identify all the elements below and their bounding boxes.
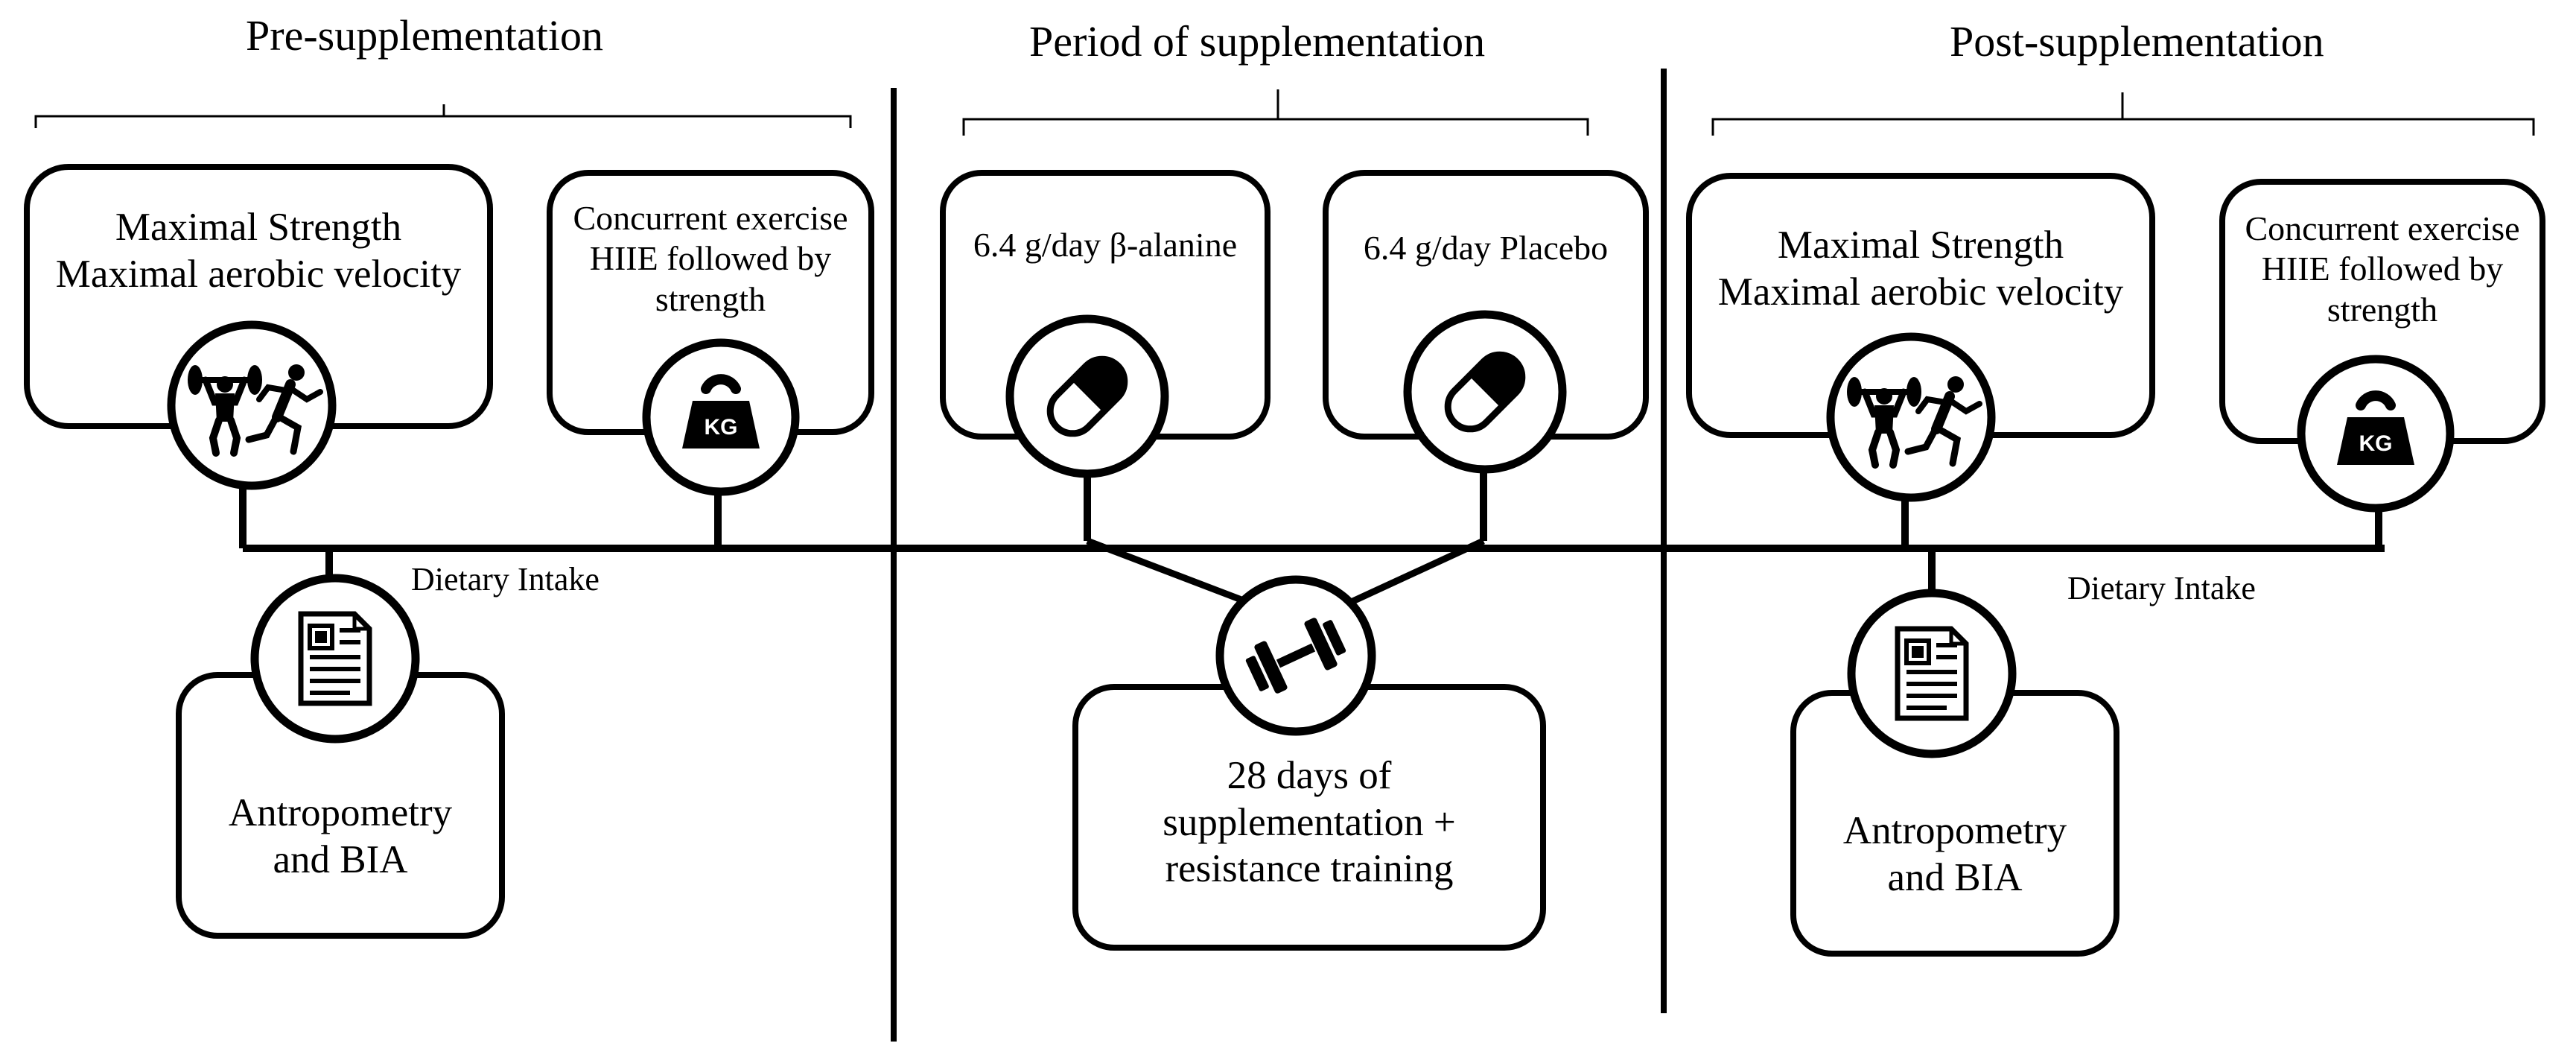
pre-anthropometry-line-2: and BIA [273,837,408,881]
post-dietary-intake-label: Dietary Intake [2067,570,2256,606]
post-tests-line-1: Maximal Strength [1777,224,2064,267]
post-tests-label: Maximal Strength Maximal aerobic velocit… [1692,222,2149,315]
post-tests-line-2: Maximal aerobic velocity [1717,270,2124,314]
post-concurrent-line-1: Concurrent exercise [2245,209,2520,247]
training-line-3: resistance training [1165,847,1454,891]
brace-period [962,89,1589,136]
pre-concurrent-line-2: HIIE followed by [589,239,832,278]
training-label: 28 days of supplementation + resistance … [1077,752,1542,893]
post-concurrent-line-2: HIIE followed by [2261,250,2504,288]
pre-dietary-intake-label: Dietary Intake [411,561,600,598]
pre-concurrent-line-3: strength [655,279,766,318]
period-merge-right [1346,537,1485,607]
post-anthropometry-label: Antropometry and BIA [1796,808,2114,901]
placebo-label: 6.4 g/day Placebo [1363,229,1609,267]
pre-anthropometry-label: Antropometry and BIA [182,790,499,883]
training-line-1: 28 days of [1227,754,1392,797]
period-merge-left [1086,537,1253,607]
phase-heading-post: Post-supplementation [1950,17,2324,66]
document-icon [1898,629,1966,718]
post-concurrent-label: Concurrent exercise HIIE followed by str… [2224,209,2541,330]
pre-icon-circle-1 [167,320,337,490]
pre-tests-label: Maximal Strength Maximal aerobic velocit… [30,204,487,297]
phase-heading-period: Period of supplementation [1029,17,1486,66]
brace-pre [34,104,852,128]
beta-alanine-label: 6.4 g/day β-alanine [973,226,1238,264]
training-line-2: supplementation + [1163,800,1456,844]
kg-label: KG [2359,431,2393,456]
pre-tests-line-2: Maximal aerobic velocity [55,252,462,296]
pre-concurrent-line-1: Concurrent exercise [573,199,848,237]
pre-anthropometry-line-1: Antropometry [228,791,453,834]
brace-post [1711,92,2535,136]
post-icon-circle-1 [1826,332,1996,502]
pre-tests-line-1: Maximal Strength [115,206,402,249]
post-anthropometry-line-2: and BIA [1887,855,2023,899]
pre-concurrent-label: Concurrent exercise HIIE followed by str… [551,198,870,320]
document-icon [301,614,369,703]
post-concurrent-line-3: strength [2327,290,2438,329]
phase-heading-pre: Pre-supplementation [246,11,604,60]
post-anthropometry-line-1: Antropometry [1842,809,2067,852]
kg-label: KG [705,415,738,440]
